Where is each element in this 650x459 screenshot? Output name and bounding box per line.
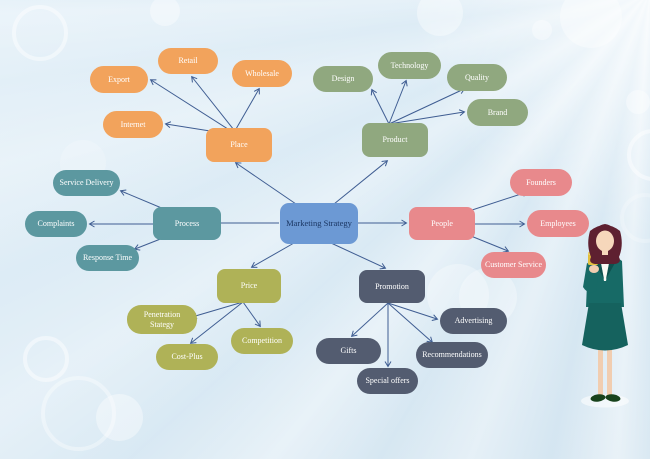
connector-line — [191, 75, 235, 131]
connector-line — [350, 302, 389, 337]
bokeh-circle — [626, 90, 650, 114]
node-special-offers[interactable]: Special offers — [357, 368, 418, 394]
node-process[interactable]: Process — [153, 207, 221, 240]
node-design[interactable]: Design — [313, 66, 373, 92]
bokeh-circle — [23, 336, 69, 382]
bokeh-circle — [560, 0, 622, 48]
bokeh-circle — [627, 129, 650, 181]
node-export[interactable]: Export — [90, 66, 148, 93]
connector-line — [388, 79, 408, 125]
bokeh-circle — [12, 5, 68, 61]
node-brand[interactable]: Brand — [467, 99, 528, 126]
node-competition[interactable]: Competition — [231, 328, 293, 354]
node-place[interactable]: Place — [206, 128, 272, 162]
node-founders[interactable]: Founders — [510, 169, 572, 196]
node-product[interactable]: Product — [362, 123, 428, 157]
bokeh-circle — [620, 193, 650, 243]
connector-line — [149, 79, 232, 132]
connector-line — [330, 242, 387, 270]
node-promotion[interactable]: Promotion — [359, 270, 425, 303]
connector-line — [242, 301, 261, 328]
connector-line — [250, 242, 295, 268]
node-wholesale[interactable]: Wholesale — [232, 60, 292, 87]
node-marketing-strategy[interactable]: Marketing Strategy — [280, 203, 358, 244]
node-technology[interactable]: Technology — [378, 52, 441, 79]
node-people[interactable]: People — [409, 207, 475, 240]
node-recommendations[interactable]: Recommendations — [416, 342, 488, 368]
bokeh-circle — [150, 0, 180, 26]
node-price[interactable]: Price — [217, 269, 281, 303]
node-internet[interactable]: Internet — [103, 111, 163, 138]
node-gifts[interactable]: Gifts — [316, 338, 381, 364]
connector-line — [388, 87, 466, 125]
businesswoman-illustration — [581, 224, 629, 408]
connector-line — [190, 301, 244, 320]
connector-line — [119, 189, 165, 210]
connector-line — [370, 88, 390, 125]
node-customer-service[interactable]: Customer Service — [481, 252, 546, 278]
node-employees[interactable]: Employees — [527, 210, 589, 237]
node-quality[interactable]: Quality — [447, 64, 507, 91]
node-advertising[interactable]: Advertising — [440, 308, 507, 334]
bokeh-circle — [96, 394, 143, 441]
bokeh-circle — [417, 0, 463, 36]
node-retail[interactable]: Retail — [158, 48, 218, 74]
node-service-delivery[interactable]: Service Delivery — [53, 170, 120, 196]
connector-line — [387, 302, 434, 343]
connector-line — [234, 162, 297, 205]
bokeh-circle — [41, 376, 116, 451]
connector-line — [333, 160, 389, 205]
connector-line — [235, 87, 260, 130]
bokeh-circle — [532, 20, 552, 40]
node-cost-plus[interactable]: Cost-Plus — [156, 344, 218, 370]
node-penetration-stategy[interactable]: Penetration Stategy — [127, 305, 197, 334]
node-response-time[interactable]: Response Time — [76, 245, 139, 271]
node-complaints[interactable]: Complaints — [25, 211, 87, 237]
